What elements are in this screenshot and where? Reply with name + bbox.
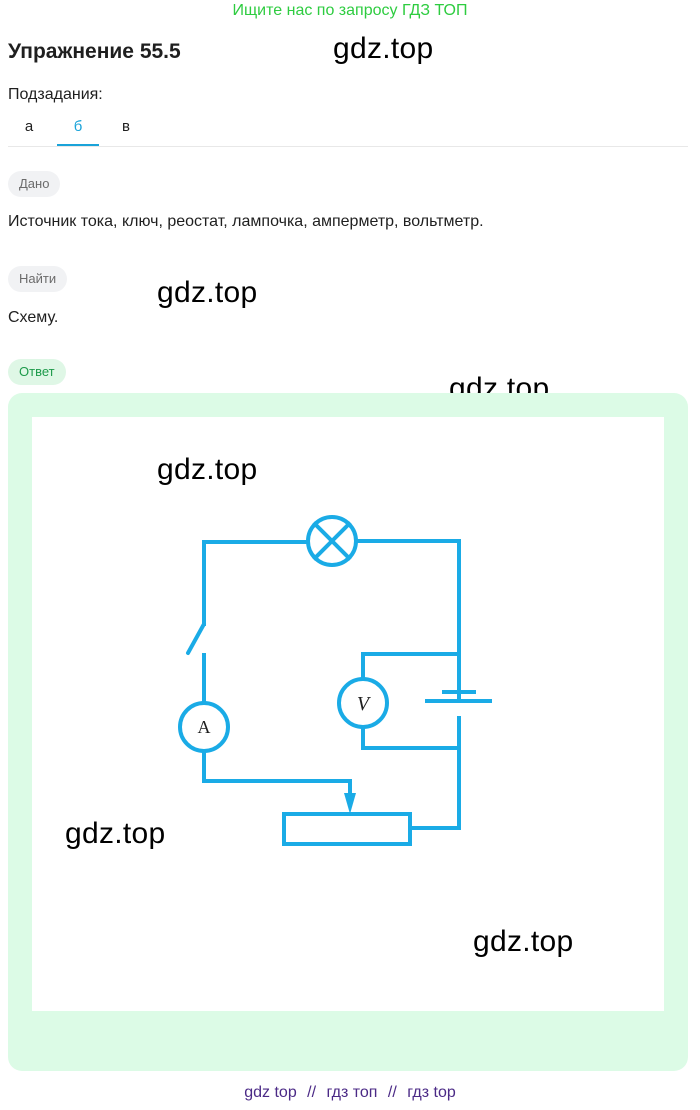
- footer-link[interactable]: гдз top: [407, 1084, 456, 1101]
- watermark: gdz.top: [157, 453, 258, 486]
- find-text: Схему.: [8, 309, 59, 326]
- tab-a[interactable]: а: [24, 118, 34, 135]
- watermark: gdz.top: [473, 925, 574, 958]
- subtasks-label: Подзадания:: [8, 86, 103, 103]
- footer-links: gdz top // гдз топ // гдз top: [0, 1084, 700, 1102]
- footer-link[interactable]: gdz top: [244, 1084, 297, 1101]
- given-tag: Дано: [8, 171, 61, 197]
- find-tag: Найти: [8, 266, 68, 292]
- page-title: Упражнение 55.5: [8, 40, 181, 63]
- tab-v[interactable]: в: [122, 118, 130, 135]
- footer-separator: //: [307, 1084, 317, 1101]
- ammeter-label: A: [198, 717, 211, 737]
- watermark: gdz.top: [333, 32, 434, 65]
- promo-banner[interactable]: Ищите нас по запросу ГДЗ ТОП: [232, 2, 468, 19]
- given-text: Источник тока, ключ, реостат, лампочка, …: [8, 213, 484, 230]
- watermark: gdz.top: [65, 817, 166, 850]
- footer-link[interactable]: гдз топ: [326, 1084, 378, 1101]
- tab-b[interactable]: б: [57, 108, 99, 146]
- subtask-tabs: а б в: [8, 108, 688, 147]
- watermark: gdz.top: [157, 276, 258, 309]
- circuit-diagram: A V: [178, 515, 492, 846]
- answer-tag: Ответ: [8, 359, 66, 385]
- answer-figure: A V gdz.top gdz.top gdz.top: [32, 417, 664, 1011]
- answer-box: A V gdz.top gdz.top gdz.top: [8, 393, 688, 1071]
- voltmeter-label: V: [357, 693, 372, 715]
- footer-separator: //: [387, 1084, 397, 1101]
